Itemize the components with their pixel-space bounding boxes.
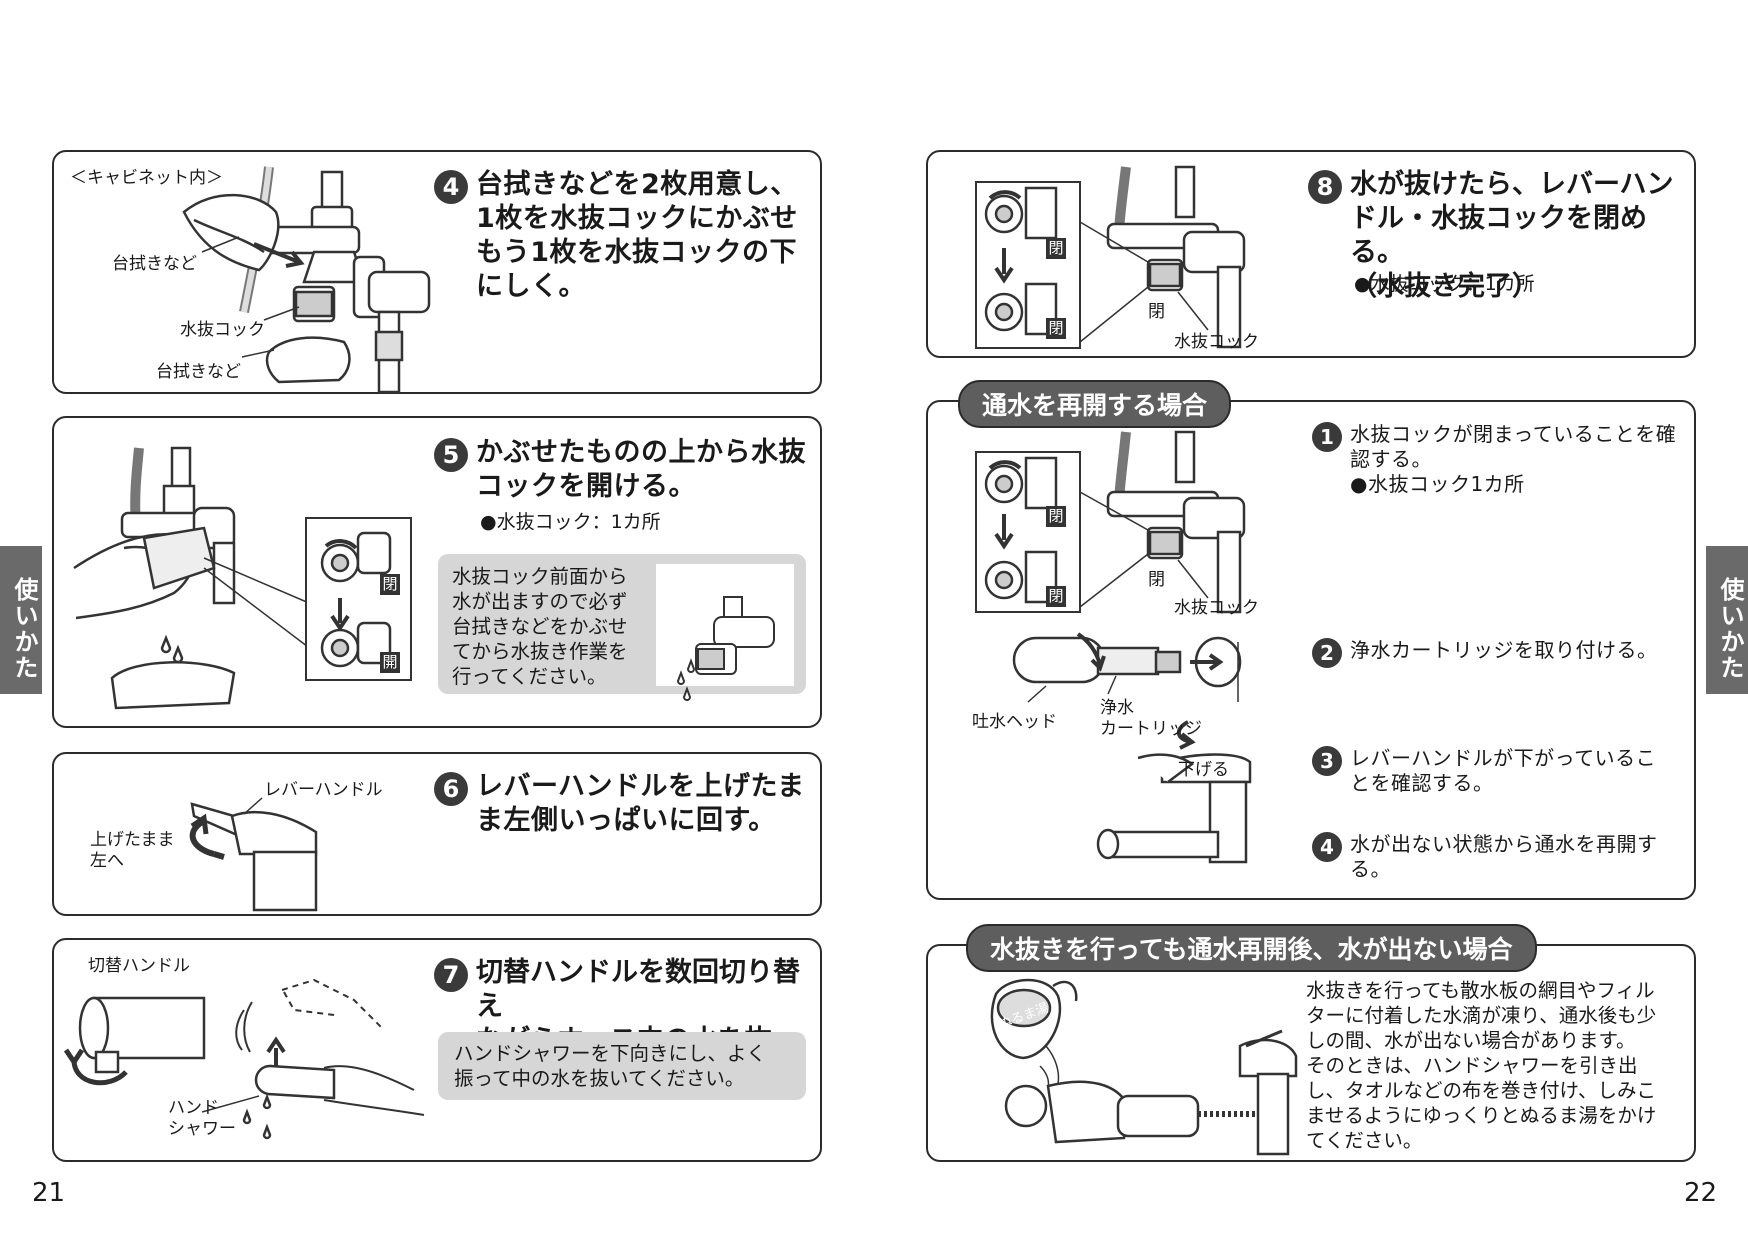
up-left-label: 上げたまま 左へ	[90, 830, 175, 871]
resume-illustration	[975, 430, 1252, 864]
step5-number: 5	[434, 438, 468, 472]
resume-step4-number: 4	[1312, 832, 1342, 862]
resume-mark-closed-1: 閉	[1046, 506, 1066, 527]
resume-mark-closed-2: 閉	[1046, 586, 1066, 607]
resume-step1-text: 水抜コックが閉まっていることを確 認する。 ●水抜コック1カ所	[1350, 422, 1677, 496]
step8-panel: 閉 閉 閉 水抜コック 8 水が抜けたら、レバーハン ドル・水抜コックを閉める。…	[926, 150, 1696, 358]
resume-step1: 1 水抜コックが閉まっていることを確 認する。 ●水抜コック1カ所	[1312, 422, 1692, 497]
step8-sub: ●水抜コック：1カ所	[1354, 273, 1535, 295]
resume-step3-text: レバーハンドルが下がっているこ とを確認する。	[1350, 746, 1657, 795]
step4-text: 台拭きなどを2枚用意し、 1枚を水抜コックにかぶせ もう1枚を水抜コックの下 に…	[476, 169, 798, 302]
lower-label: 下げる	[1178, 760, 1229, 780]
close-cock-illustration	[975, 165, 1246, 349]
cabinet-label: ＜キャビネット内＞	[70, 168, 223, 188]
resume-step2-text: 浄水カートリッジを取り付ける。	[1350, 638, 1658, 662]
resume-step3-number: 3	[1312, 746, 1342, 776]
no-water-text: 水抜きを行っても散水板の網目やフィル ターに付着した水滴が凍り、通水後も少 しの…	[1306, 979, 1657, 1152]
no-water-panel: ぬるま湯 水抜きを行っても散水板の網目やフィル ターに付着した水滴が凍り、通水後…	[926, 944, 1696, 1162]
step5-note-text: 水抜コック前面から 水が出ますので必ず 台拭きなどをかぶせ てから水抜き作業を …	[452, 565, 628, 688]
resume-title: 通水を再開する場合	[958, 380, 1232, 428]
step7-note: ハンドシャワーを下向きにし、よく 振って中の水を抜いてください。	[438, 1032, 806, 1100]
step8-mark-closed-2: 閉	[1046, 318, 1066, 339]
step4-instruction: 4 台拭きなどを2枚用意し、 1枚を水抜コックにかぶせ もう1枚を水抜コックの下…	[434, 168, 814, 304]
step5-sub: ●水抜コック：1カ所	[480, 511, 661, 533]
step6-number: 6	[434, 772, 468, 806]
step6-text: レバーハンドルを上げたま ま左側いっぱいに回す。	[476, 771, 805, 836]
resume-step4-text: 水が出ない状態から通水を再開す る。	[1350, 832, 1658, 881]
resume-step1-number: 1	[1312, 422, 1342, 452]
shower-illustration	[63, 978, 425, 1140]
step8-text: 水が抜けたら、レバーハン ドル・水抜コックを閉める。 （水抜き完了）	[1350, 169, 1674, 302]
cloth-label-top: 台拭きなど	[112, 254, 197, 274]
cartridge-label: 浄水 カートリッジ	[1100, 698, 1202, 739]
left-page-number: 21	[32, 1178, 66, 1208]
step5-note: 水抜コック前面から 水が出ますので必ず 台拭きなどをかぶせ てから水抜き作業を …	[438, 554, 806, 701]
closed-mark: 閉	[380, 574, 400, 595]
step8-instruction: 8 水が抜けたら、レバーハン ドル・水抜コックを閉める。 （水抜き完了）	[1308, 168, 1693, 304]
head-label: 吐水ヘッド	[972, 712, 1057, 732]
right-page-number: 22	[1684, 1178, 1718, 1208]
no-water-title: 水抜きを行っても通水再開後、水が出ない場合	[966, 924, 1537, 972]
step6-instruction: 6 レバーハンドルを上げたま ま左側いっぱいに回す。	[434, 770, 814, 838]
lever-illustration	[189, 797, 318, 912]
step4-panel: ＜キャビネット内＞ 台拭きなど 水抜コック 台拭きなど 4 台拭きなどを2枚用意…	[52, 150, 822, 394]
resume-panel: 閉 閉 閉 水抜コック 吐水ヘッド 浄水 カートリッジ 下げる 1 水抜コックが…	[926, 400, 1696, 900]
step7-note-text: ハンドシャワーを下向きにし、よく 振って中の水を抜いてください。	[454, 1042, 767, 1090]
step5-panel: 閉 開 5 かぶせたものの上から水抜 コックを開ける。 ●水抜コック：1カ所 水…	[52, 416, 822, 728]
resume-step2: 2 浄水カートリッジを取り付ける。	[1312, 638, 1692, 668]
step8-mark-closed-1: 閉	[1046, 238, 1066, 259]
resume-step4: 4 水が出ない状態から通水を再開す る。	[1312, 832, 1692, 882]
step5-instruction: 5 かぶせたものの上から水抜 コックを開ける。	[434, 436, 814, 504]
faucet-cover-illustration	[182, 166, 431, 394]
spray-illustration	[656, 564, 794, 701]
lever-label: レバーハンドル	[264, 780, 383, 800]
step5-text: かぶせたものの上から水抜 コックを開ける。	[476, 437, 806, 502]
step7-panel: 切替ハンドル ハンド シャワー 7 切替ハンドルを数回切り替え ながらホース内の…	[52, 938, 822, 1162]
hand-shower-label: ハンド シャワー	[168, 1098, 236, 1139]
step8-closed-label: 閉	[1148, 302, 1165, 322]
cloth-label-bottom: 台拭きなど	[156, 362, 241, 382]
open-cock-illustration	[73, 446, 412, 710]
open-mark: 開	[380, 652, 400, 673]
right-side-tab: 使いかた	[1706, 546, 1748, 694]
resume-closed-label: 閉	[1148, 570, 1165, 590]
step6-panel: レバーハンドル 上げたまま 左へ 6 レバーハンドルを上げたま ま左側いっぱいに…	[52, 752, 822, 916]
step7-number: 7	[434, 958, 468, 992]
step8-number: 8	[1308, 170, 1342, 204]
step8-cock-label: 水抜コック	[1174, 332, 1259, 352]
warm-water-illustration	[990, 978, 1298, 1156]
resume-step3: 3 レバーハンドルが下がっているこ とを確認する。	[1312, 746, 1692, 796]
left-side-tab: 使いかた	[0, 546, 42, 694]
resume-cock-label: 水抜コック	[1174, 598, 1259, 618]
resume-step2-number: 2	[1312, 638, 1342, 668]
cock-label: 水抜コック	[180, 320, 265, 340]
switch-handle-label: 切替ハンドル	[88, 956, 190, 976]
step4-number: 4	[434, 170, 468, 204]
